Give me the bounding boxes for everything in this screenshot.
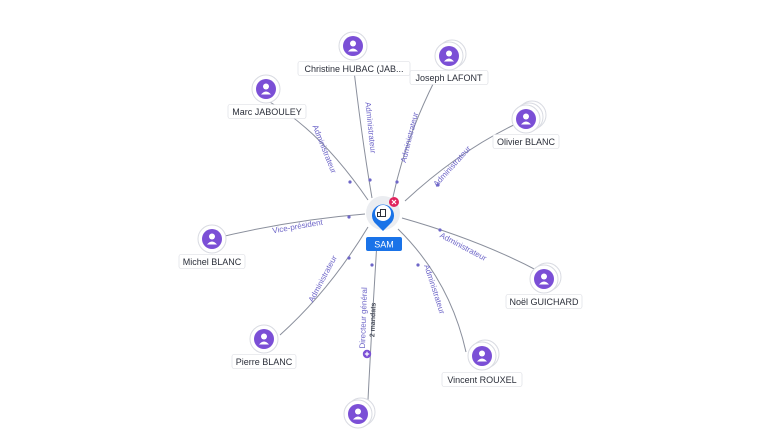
- person-node-christine[interactable]: Christine HUBAC (JAB...: [297, 31, 411, 76]
- person-node-noel[interactable]: Noël GUICHARD: [505, 262, 583, 309]
- name-label-box: [178, 254, 246, 269]
- edge-vincent: [397, 228, 467, 353]
- person-node-joseph[interactable]: Joseph LAFONT: [409, 39, 489, 85]
- center-label-box: [366, 237, 402, 251]
- person-icon: [202, 229, 222, 249]
- edge-label-joseph: Administrateur: [399, 111, 420, 164]
- name-label-box: [409, 70, 489, 85]
- center-label: SAM: [374, 240, 394, 250]
- name-label-box: [505, 294, 583, 309]
- edge-label-olivier: Administrateur: [432, 144, 473, 189]
- edge-arrow: [438, 228, 442, 232]
- name-label-box: [492, 134, 560, 149]
- edge-arrow: [416, 263, 420, 267]
- center-node[interactable]: SAM: [366, 196, 402, 251]
- person-node-olivier[interactable]: Olivier BLANC: [492, 100, 560, 149]
- edge-label-noel: Administrateur: [438, 231, 488, 263]
- edge-noel: [401, 217, 541, 273]
- person-name: Joseph LAFONT: [415, 73, 483, 83]
- name-label-box: [231, 354, 297, 369]
- person-name: Michel BLANC: [183, 257, 242, 267]
- person-name: Noël GUICHARD: [509, 297, 579, 307]
- person-name: Christine HUBAC (JAB...: [304, 64, 403, 74]
- edge-arrow: [436, 183, 440, 187]
- edge-label-michel: Vice-président: [272, 218, 325, 236]
- edge-label-marc: Administrateur: [310, 123, 338, 175]
- edge-olivier: [404, 121, 521, 202]
- edge-arrow: [395, 180, 399, 184]
- person-node-bottom[interactable]: [343, 397, 376, 429]
- name-label-box: [441, 372, 523, 387]
- person-node-michel[interactable]: Michel BLANC: [178, 224, 246, 269]
- person-node-pierre[interactable]: Pierre BLANC: [231, 324, 297, 369]
- edge-label-bottom: Directeur général: [358, 287, 369, 349]
- person-icon: [472, 346, 492, 366]
- edge-christine: [352, 61, 373, 199]
- edge-arrow: [348, 180, 352, 184]
- person-icon: [256, 79, 276, 99]
- person-icon: [343, 36, 363, 56]
- person-name: Marc JABOULEY: [232, 107, 302, 117]
- edge-arrow: [368, 178, 372, 182]
- person-icon: [254, 329, 274, 349]
- person-icon: [348, 404, 368, 424]
- plus-glyph: [364, 351, 370, 357]
- person-icon: [534, 269, 554, 289]
- edge-arrow: [370, 263, 374, 267]
- person-node-vincent[interactable]: Vincent ROUXEL: [441, 339, 523, 387]
- company-icon: [377, 209, 386, 217]
- edge-bottom: [367, 241, 378, 401]
- close-glyph: [391, 199, 397, 205]
- edge-michel: [211, 213, 366, 240]
- nodes-layer: Christine HUBAC (JAB... Joseph LAFONT Marc…: [178, 31, 583, 429]
- name-label-box: [297, 61, 411, 76]
- person-name: Vincent ROUXEL: [447, 375, 516, 385]
- edge-arrow: [347, 256, 351, 260]
- person-icon: [516, 109, 536, 129]
- edge-sublabel-bottom: 2 mandats: [369, 302, 377, 337]
- edge-arrow: [347, 215, 351, 219]
- person-node-marc[interactable]: Marc JABOULEY: [227, 74, 307, 119]
- edge-label-christine: Administrateur: [363, 102, 377, 155]
- name-label-box: [227, 104, 307, 119]
- edge-joseph: [392, 79, 436, 198]
- person-name: Olivier BLANC: [497, 137, 556, 147]
- person-icon: [439, 46, 459, 66]
- edge-label-pierre: Administrateur: [307, 254, 339, 304]
- person-name: Pierre BLANC: [236, 357, 293, 367]
- edge-pierre: [279, 226, 369, 336]
